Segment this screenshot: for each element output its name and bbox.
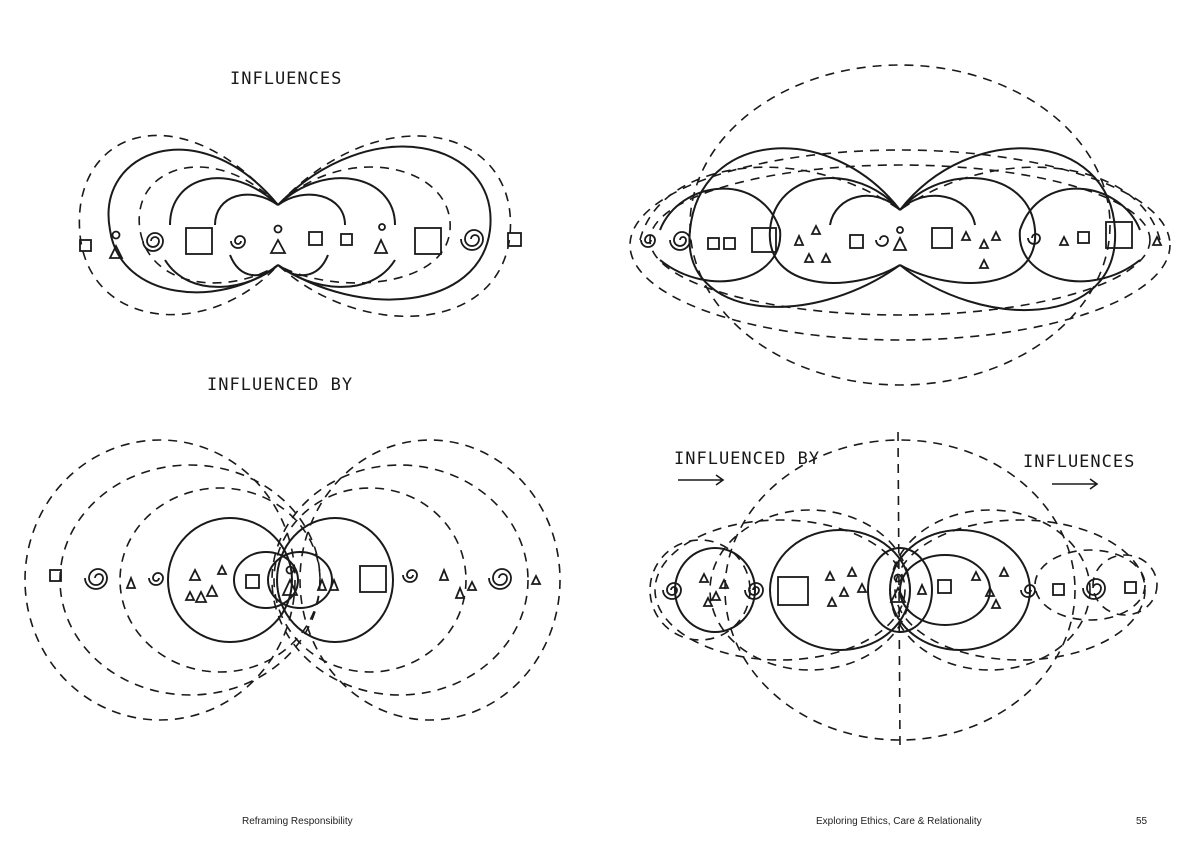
center-person-head-icon [273, 224, 283, 234]
influences-label: INFLUENCES [230, 69, 342, 89]
influences-sketch [78, 134, 522, 317]
spiral-icon [148, 572, 164, 586]
center-person-body-icon [281, 577, 299, 596]
square-node-icon [707, 237, 720, 250]
direction-arrows [678, 474, 1099, 490]
spiral-icon [488, 568, 512, 590]
spiral-icon [84, 568, 108, 590]
solid-field-lines [107, 145, 492, 301]
arrow-right-icon [1052, 478, 1099, 490]
influenced-by-sketch [24, 439, 561, 721]
person-body-icon [373, 237, 389, 254]
arrow-right-icon [678, 474, 725, 486]
center-person-head-icon [896, 226, 904, 234]
person-body-icon [1151, 234, 1163, 246]
square-node-icon [723, 237, 736, 250]
spiral-icon [230, 235, 246, 249]
center-person-head-icon [893, 573, 903, 583]
spiral-icon [1082, 578, 1106, 600]
dashed-field-lines [78, 134, 512, 317]
person-body-icon [1058, 234, 1070, 246]
left-page-sketches: INFLUENCES INFLUENCED BY [24, 69, 561, 721]
footer-title-left: Reframing Responsibility [242, 816, 353, 827]
spiral-icon [1020, 584, 1036, 598]
square-node-icon [308, 231, 323, 246]
left-page: INFLUENCES INFLUENCED BY [24, 69, 561, 827]
right-page-sketches: INFLUENCED BY INFLUENCES [629, 64, 1171, 746]
center-person-body-icon [889, 585, 907, 603]
square-node-icon [507, 232, 522, 247]
crowd-icon [793, 223, 832, 263]
square-node-icon [49, 569, 62, 582]
right-page: INFLUENCED BY INFLUENCES [600, 0, 1200, 851]
group-icon [125, 575, 137, 589]
node-row [49, 563, 542, 603]
large-square-node-icon [777, 576, 809, 606]
spiral-icon [669, 231, 691, 251]
solid-arcs [659, 147, 1141, 311]
node-row [79, 223, 522, 259]
square-node-icon [340, 233, 353, 246]
group-icon [438, 567, 478, 599]
large-square-node-icon [1105, 221, 1133, 249]
node-row [640, 221, 1163, 269]
large-square-node-icon [359, 565, 387, 593]
square-node-icon [1052, 583, 1065, 596]
square-node-icon [849, 234, 864, 249]
center-person-body-icon [892, 235, 908, 251]
crowd-icon [184, 563, 228, 603]
solid-circles [167, 517, 394, 643]
node-row [662, 565, 1137, 609]
square-node-icon [937, 579, 952, 594]
person-body-icon [916, 582, 928, 595]
dashed-circles [24, 439, 561, 721]
spiral-icon [875, 235, 889, 247]
large-square-node-icon [751, 227, 777, 253]
spiral-icon [460, 229, 484, 251]
large-square-node-icon [931, 227, 953, 249]
spiral-icon [640, 234, 656, 248]
crowd-icon [960, 229, 1002, 269]
large-square-node-icon [185, 227, 213, 255]
square-node-icon [245, 574, 260, 589]
person-body-icon [530, 573, 542, 585]
influenced-by-label: INFLUENCED BY [674, 449, 820, 469]
dashed-arcs [629, 64, 1171, 386]
square-node-icon [1124, 581, 1137, 594]
square-node-icon [1077, 231, 1090, 244]
crowd-icon [698, 571, 730, 607]
relational-field-sketch [649, 431, 1158, 746]
crowd-icon [824, 565, 868, 607]
divider-axis [897, 431, 901, 746]
crowd-icon [970, 565, 1010, 609]
square-node-icon [79, 239, 92, 252]
influenced-by-label: INFLUENCED BY [207, 375, 353, 395]
spiral-icon [1027, 233, 1041, 245]
footer-title-right: Exploring Ethics, Care & Relationality [816, 816, 982, 827]
person-body-icon [108, 243, 124, 259]
large-square-node-icon [414, 227, 442, 255]
interlinked-influences-sketch [629, 64, 1171, 386]
group-icon [316, 577, 340, 591]
person-head-icon [111, 230, 121, 240]
spiral-icon [744, 582, 764, 600]
center-person-body-icon [269, 238, 287, 254]
dashed-circles [649, 439, 1158, 741]
person-head-icon [378, 223, 386, 231]
spiral-icon [662, 582, 682, 600]
influences-label: INFLUENCES [1023, 452, 1135, 472]
center-person-head-icon [285, 565, 295, 575]
spiral-icon [402, 569, 418, 583]
spiral-icon [142, 232, 164, 252]
page-number: 55 [1136, 816, 1148, 827]
